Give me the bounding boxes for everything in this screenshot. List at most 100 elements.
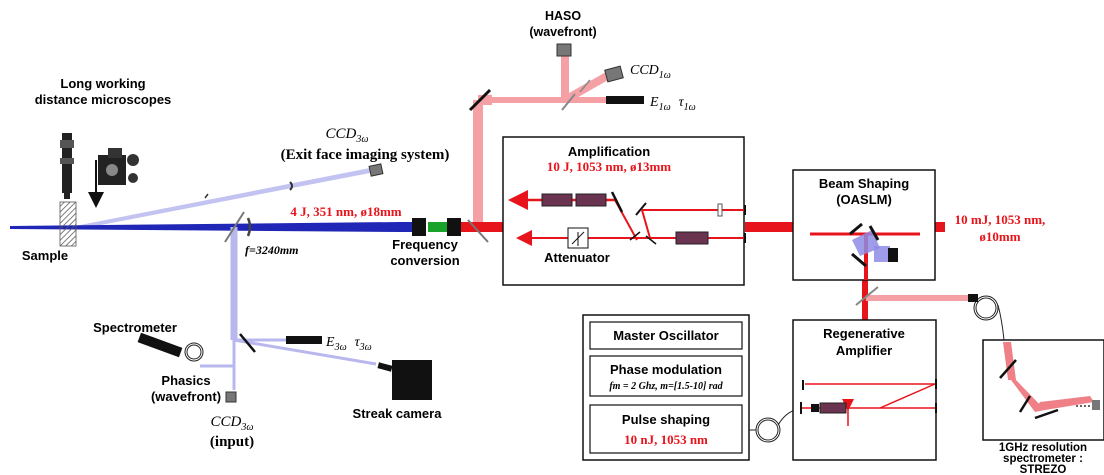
shaping-spec-line2: ø10mm xyxy=(979,229,1020,244)
strezo-beams xyxy=(999,342,1100,420)
conversion-crystal-1 xyxy=(412,218,426,236)
e-3w-sub: 3ω xyxy=(334,342,347,353)
tau-3w-label: τ xyxy=(355,335,361,350)
beam-shaping-box xyxy=(792,169,936,281)
fiber-coil-1 xyxy=(749,409,797,443)
regen-pockels xyxy=(811,404,819,412)
attenuator-label: Attenuator xyxy=(544,250,610,265)
e-1w-label: E xyxy=(649,95,659,110)
amp-rod-1 xyxy=(541,193,573,207)
spectrometer-device xyxy=(137,332,204,362)
ccd-3w-input-sub: 3ω xyxy=(240,422,253,433)
amp-mirror xyxy=(629,231,641,241)
beam-shaping-subtitle: (OASLM) xyxy=(836,192,892,207)
energy-meter-3w xyxy=(286,336,322,344)
conversion-crystal-2 xyxy=(447,218,461,236)
haso-title: HASO xyxy=(545,9,581,23)
svg-text:CCD3ω: CCD3ω xyxy=(211,414,254,433)
sample-target xyxy=(59,201,77,247)
splitter-mirror xyxy=(467,219,489,243)
tau-1w-label: τ xyxy=(679,95,685,110)
focusing-lens xyxy=(246,217,252,237)
ccd-3w-input-label: CCD xyxy=(211,414,242,430)
e-3w-label: E xyxy=(325,335,335,350)
phase-mod-params: fm = 2 Ghz, m=[1.5-10] rad xyxy=(609,381,723,392)
amp-mirror xyxy=(610,191,624,213)
input-mirror xyxy=(239,333,256,353)
uv-beam-spec: 4 J, 351 nm, ø18mm xyxy=(290,204,401,219)
microscopes-line2: distance microscopes xyxy=(35,92,172,107)
amplification-spec: 10 J, 1053 nm, ø13mm xyxy=(547,159,671,174)
shaping-spec-line1: 10 mJ, 1053 nm, xyxy=(955,212,1046,227)
beam-splitter xyxy=(561,93,576,111)
amp-mirror xyxy=(635,202,647,216)
regen-rod xyxy=(819,402,847,414)
ccd-3w-input-camera xyxy=(225,391,237,403)
pulse-shaping-box xyxy=(589,404,743,454)
svg-text:CCD3ω: CCD3ω xyxy=(326,126,369,145)
fiber-coil-2 xyxy=(973,295,1005,341)
amp-waveplate xyxy=(717,203,723,217)
e-1w-sub: 1ω xyxy=(659,102,671,113)
amp-rod-3 xyxy=(675,231,709,245)
microscope-1 xyxy=(60,133,74,199)
energy-meter-1w xyxy=(606,96,644,104)
regen-line2: Amplifier xyxy=(836,343,892,358)
strezo-box xyxy=(982,339,1104,441)
strezo-line1: 1GHz resolution xyxy=(999,442,1087,454)
oaslm-optics xyxy=(849,222,898,268)
microscopes-line1: Long working xyxy=(60,76,145,91)
freq-conv-line1: Frequency xyxy=(392,237,459,252)
phase-mod-box xyxy=(589,355,743,397)
ccd-3w-exit-sub: 3ω xyxy=(355,134,368,145)
uv-input-beam xyxy=(200,227,377,390)
svg-text:CCD1ω: CCD1ω xyxy=(630,63,671,81)
phasics-line2: (wavefront) xyxy=(151,389,221,404)
uv-exit-imaging-beam xyxy=(75,168,370,230)
regen-line1: Regenerative xyxy=(823,326,905,341)
strezo-line3: STREZO xyxy=(1020,464,1067,475)
mirror xyxy=(468,88,492,112)
amp-mirror xyxy=(645,235,657,245)
tau-3w-sub: 3ω xyxy=(359,342,372,353)
tau-1w-sub: 1ω xyxy=(684,102,696,113)
input-label: (input) xyxy=(210,434,254,450)
phasics-line1: Phasics xyxy=(161,373,210,388)
beam-shaping-title: Beam Shaping xyxy=(819,176,909,191)
uv-main-beam xyxy=(10,222,469,232)
ccd-1w-camera xyxy=(604,65,624,83)
regen-amp-box xyxy=(792,319,937,461)
amp-rod-2 xyxy=(575,193,607,207)
haso-camera xyxy=(556,43,572,57)
beam-splitter xyxy=(579,79,591,93)
pulse-spec: 10 nJ, 1053 nm xyxy=(624,432,708,447)
exit-face-label: (Exit face imaging system) xyxy=(281,147,450,163)
strezo-line2: spectrometer : xyxy=(1003,453,1083,465)
spectrometer-label: Spectrometer xyxy=(93,320,177,335)
phase-mod-label: Phase modulation xyxy=(610,362,722,377)
master-osc-box xyxy=(589,321,743,350)
freq-conv-line2: conversion xyxy=(390,253,459,268)
fiber-coupler xyxy=(968,294,978,302)
regen-splitter xyxy=(855,286,879,306)
imaging-lens xyxy=(289,181,293,191)
amplification-title: Amplification xyxy=(568,144,650,159)
microscope-2 xyxy=(98,148,139,185)
ccd-3w-exit-camera xyxy=(368,163,384,177)
ccd-1w-sub: 1ω xyxy=(659,70,671,81)
ccd-1w-label: CCD xyxy=(630,63,659,78)
haso-subtitle: (wavefront) xyxy=(529,25,596,39)
focal-length-label: f=3240mm xyxy=(245,243,299,257)
master-osc-label: Master Oscillator xyxy=(613,328,719,343)
small-optic xyxy=(204,193,209,199)
ir-main-beam xyxy=(469,222,945,320)
ccd-3w-exit-label: CCD xyxy=(326,126,357,142)
pulse-shaping-label: Pulse shaping xyxy=(622,412,710,427)
sample-label: Sample xyxy=(22,248,68,263)
streak-camera xyxy=(377,360,432,400)
attenuator-element xyxy=(567,227,589,249)
pickoff-mirror xyxy=(224,211,245,243)
